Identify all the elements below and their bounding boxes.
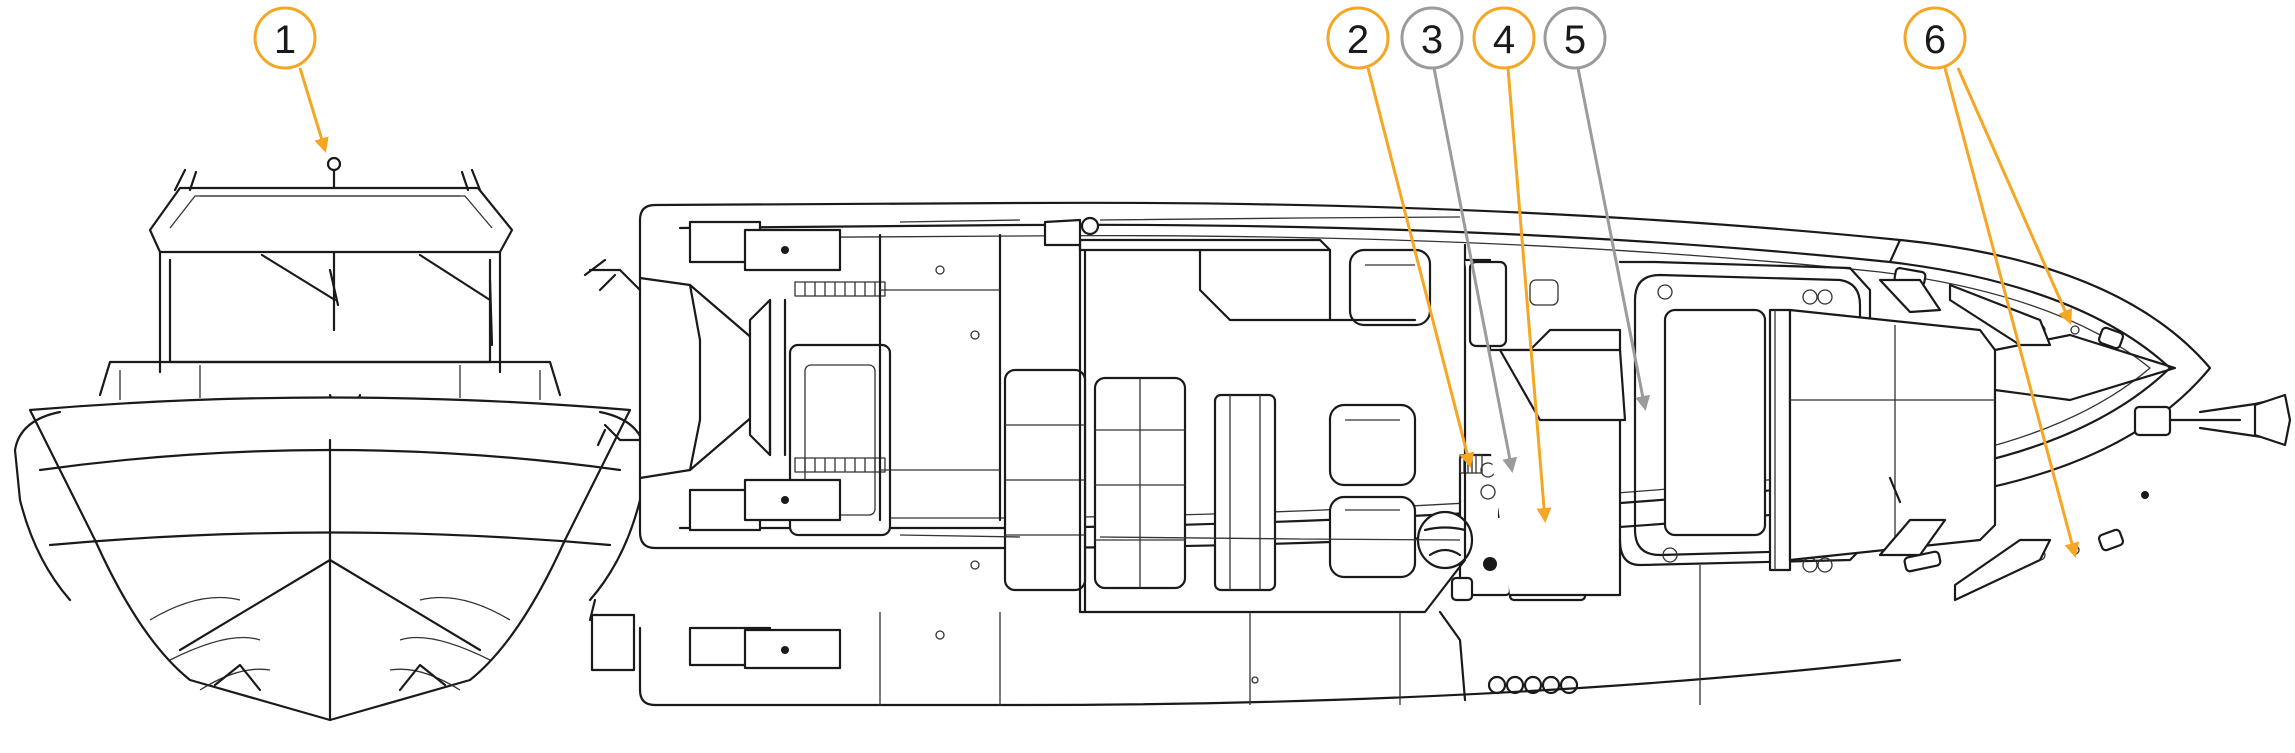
callout-circle — [1903, 6, 1967, 70]
front-view — [13, 156, 647, 722]
bow-sunpad — [1788, 308, 1997, 562]
callout-2: 2 — [1326, 6, 1390, 70]
antenna-tip — [326, 156, 342, 172]
callout-label: 2 — [1347, 18, 1369, 62]
console-bench — [1213, 393, 1277, 592]
t-top-roof — [148, 186, 514, 254]
callout-label: 3 — [1421, 18, 1443, 62]
callout-3: 3 — [1400, 6, 1464, 70]
callout-1: 1 — [253, 6, 317, 70]
callout-label: 1 — [274, 18, 296, 62]
callout-5: 5 — [1543, 6, 1607, 70]
callout-circle — [1543, 6, 1607, 70]
callout-leaders — [298, 67, 2080, 558]
anchor-windlass — [2133, 405, 2172, 437]
callout-6: 6 — [1903, 6, 1967, 70]
bow-anchor — [2253, 393, 2292, 447]
callout-label: 6 — [1924, 18, 1946, 62]
tow-bracket — [590, 613, 636, 672]
callout-label: 4 — [1493, 18, 1515, 62]
callout-circle — [253, 6, 317, 70]
helm-seats — [1328, 248, 1432, 579]
callout-circle — [1326, 6, 1390, 70]
aft-bench — [1003, 368, 1187, 592]
callout-4: 4 — [1472, 6, 1536, 70]
callout-label: 5 — [1564, 18, 1586, 62]
aft-step-grilles — [794, 281, 886, 473]
top-view — [583, 201, 2292, 707]
bow-seat — [1663, 308, 1767, 537]
callout-circle — [1472, 6, 1536, 70]
callout-circle — [1400, 6, 1464, 70]
